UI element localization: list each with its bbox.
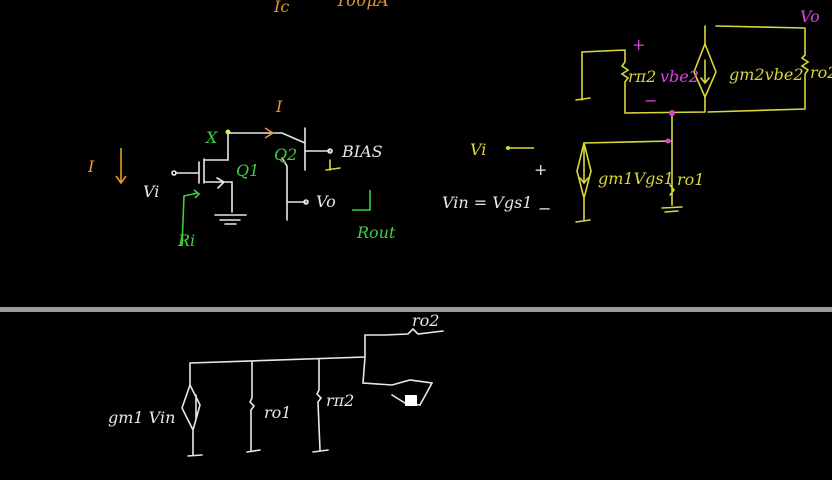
q2-label: Q2: [274, 145, 297, 164]
small-signal-model: Vo + − vbe2 rπ2 gm2vbe2 ro2 Vi + − Vin =…: [442, 7, 832, 223]
page-divider: [0, 307, 832, 312]
ro2-lower-label: ro2: [412, 311, 439, 330]
ri-arrow: [181, 189, 201, 247]
gm1-label: gm1Vgs1: [598, 169, 674, 188]
gm2-label: gm2vbe2: [729, 65, 804, 84]
vo-node-label: Vo: [800, 7, 820, 26]
ro1-lower-label: ro1: [264, 403, 291, 422]
plus-sign-top: +: [632, 35, 645, 54]
vin-equation: Vin = Vgs1: [442, 193, 532, 212]
vo-label: Vo: [316, 192, 336, 211]
current-I-label: I: [87, 157, 95, 176]
current-note: 100μA: [336, 0, 389, 10]
ro2-label: ro2: [810, 63, 832, 82]
q1-label: Q1: [236, 161, 259, 180]
arrow-down-icon: [115, 148, 127, 185]
bias-label: BIAS: [341, 142, 383, 161]
current-I2-label: I: [275, 97, 283, 116]
rout-label: Rout: [356, 223, 396, 242]
rpi2-label: rπ2: [628, 67, 656, 86]
ic-label: Ic: [273, 0, 289, 16]
ri-label: Ri: [177, 231, 195, 250]
transistor-circuit: I Vi X I Q1 Q2 BIAS Vo Ri Rout: [87, 97, 396, 250]
vi-small-label: Vi: [470, 140, 486, 159]
plus-sign: +: [534, 160, 547, 179]
minus-sign: −: [538, 199, 551, 218]
gm1vin-label: gm1 Vin: [108, 408, 175, 427]
minus-sign-top: −: [644, 91, 657, 110]
vi-label: Vi: [143, 182, 159, 201]
lower-sketch: gm1 Vin ro1 rπ2 ro2: [108, 311, 444, 457]
ro1-label: ro1: [677, 170, 704, 189]
vbe2-label: vbe2: [660, 67, 699, 86]
node-x-label: X: [204, 128, 218, 147]
rpi2-lower-label: rπ2: [326, 391, 354, 410]
